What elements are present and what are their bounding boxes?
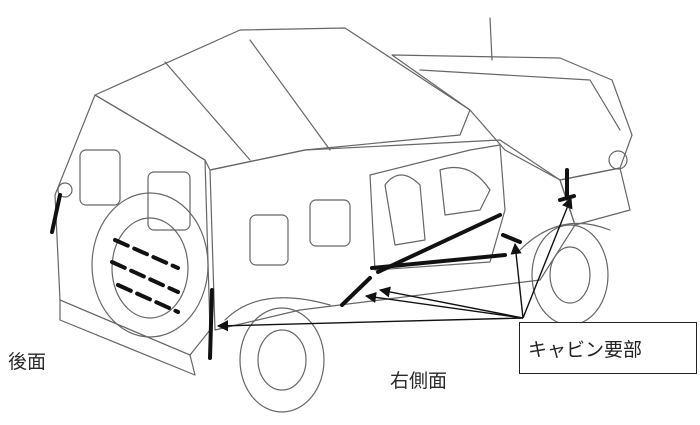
spare-tire	[91, 192, 209, 338]
front-fender	[519, 222, 611, 251]
right-side-body	[209, 139, 576, 331]
arrow-to-door-bottom	[364, 291, 524, 319]
callout-arrows	[216, 196, 573, 332]
front-pillar-mark	[501, 233, 522, 244]
rear-window-right	[147, 171, 191, 231]
rear-wheel	[239, 307, 325, 413]
arrow-to-front-pillar	[510, 242, 524, 319]
rear-corner-mark	[208, 288, 214, 360]
hood	[391, 54, 633, 181]
rear-window-left	[79, 149, 121, 206]
spare-dash-1	[113, 238, 180, 270]
door-bottom-mark	[370, 253, 507, 270]
callout-label: キャビン要部	[528, 339, 643, 361]
side-window-2	[309, 199, 351, 247]
headlight	[608, 150, 628, 170]
roof-seam-1	[164, 61, 251, 161]
antenna	[489, 17, 493, 61]
door-frame	[369, 144, 506, 271]
arrow-to-rear-corner	[216, 317, 524, 332]
hood-ridge	[419, 69, 621, 131]
callout-box	[519, 322, 697, 374]
tail-light	[57, 182, 73, 198]
side-window	[249, 214, 289, 266]
rear-fender	[224, 297, 331, 321]
spare-tire-inner	[111, 217, 189, 319]
vehicle-illustration	[54, 17, 633, 413]
highlight-marks	[50, 168, 576, 360]
right-side-label: 右側面	[390, 370, 448, 392]
rear-view-label: 後面	[8, 351, 47, 373]
spare-dash-3	[116, 283, 180, 314]
seat-outline	[384, 174, 426, 246]
roof-seam-2	[249, 39, 331, 151]
rear-left-mark	[50, 193, 62, 234]
door-top-mark	[376, 213, 502, 274]
steering-area	[439, 166, 491, 216]
front-wheel-hub	[549, 246, 591, 304]
rear-bumper	[59, 299, 196, 376]
door-lower-diag-mark	[340, 276, 372, 307]
arrow-to-front-mark	[522, 196, 573, 319]
arrow-to-door-lower	[378, 286, 524, 319]
spare-dash-2	[110, 260, 180, 294]
rear-wheel-hub	[257, 329, 307, 391]
roof	[94, 27, 471, 171]
front-short-mark	[558, 194, 576, 202]
rear-panel	[54, 94, 211, 356]
